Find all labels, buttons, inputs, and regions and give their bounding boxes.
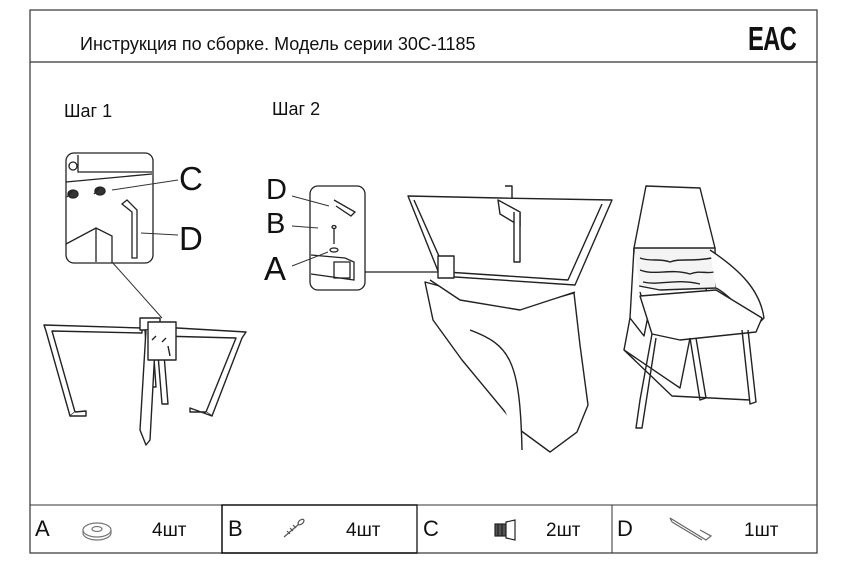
page-title: Инструкция по сборке. Модель серии 30С-1… (80, 34, 476, 54)
step1-callout-d: D (179, 220, 203, 257)
step2-callout-a: A (264, 250, 287, 287)
part-c-letter: C (423, 516, 439, 541)
part-b-letter: B (228, 516, 243, 541)
step2-callout-b: B (266, 208, 286, 240)
part-d-qty: 1шт (744, 520, 779, 541)
step-2-heading: Шаг 2 (272, 99, 321, 119)
step2-callout-lines (291, 195, 330, 267)
washer-icon (82, 522, 112, 541)
part-a-letter: A (35, 516, 50, 541)
assembled-chair (623, 185, 765, 429)
step2-callout-d: D (266, 174, 287, 206)
part-c-qty: 2шт (546, 520, 581, 541)
sheet-border (29, 9, 818, 554)
chair-upside-down-step2 (407, 185, 613, 453)
part-b-qty: 4шт (346, 520, 381, 541)
chair-base-frame-step1 (43, 317, 247, 446)
bolt-icon (494, 519, 516, 541)
part-a-qty: 4шт (152, 520, 187, 541)
step2-detail-inset (309, 185, 438, 291)
step-1-heading: Шаг 1 (64, 101, 113, 121)
eac-certification-mark: EAC (748, 20, 797, 57)
part-d-letter: D (617, 516, 633, 541)
step1-callout-lines (111, 179, 179, 319)
step1-callout-c: C (179, 160, 203, 197)
hex-key-icon (669, 517, 713, 541)
parts-table (30, 504, 817, 554)
screw-icon (283, 518, 305, 538)
step1-detail-inset (65, 152, 154, 264)
